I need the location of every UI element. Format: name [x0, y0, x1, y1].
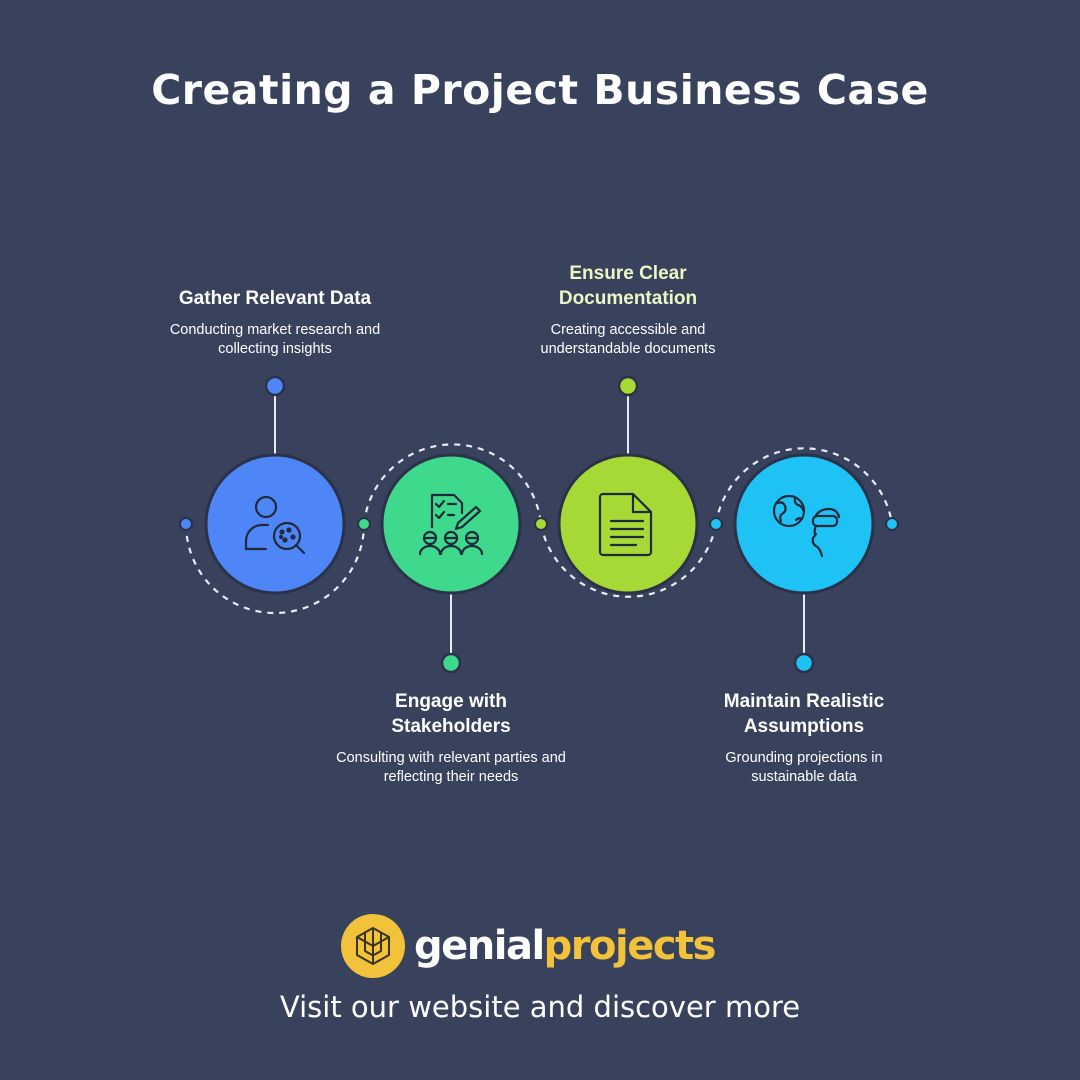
- brand-name-part1: genial: [414, 923, 545, 969]
- brand[interactable]: genialprojects: [340, 912, 717, 980]
- step-2-text: Engage with Stakeholders Consulting with…: [321, 689, 581, 787]
- connector-arc-3: [539, 523, 718, 598]
- step-2-description: Consulting with relevant parties and ref…: [336, 750, 566, 785]
- step-1-description: Conducting market research and collectin…: [169, 322, 381, 357]
- step-circle-4: [733, 453, 875, 595]
- user-search-icon: [244, 495, 306, 555]
- step-1-text: Gather Relevant Data Conducting market r…: [145, 286, 405, 359]
- connector-arc-4: [714, 447, 894, 525]
- brand-logo-icon: [341, 914, 405, 978]
- step-3-title: Ensure Clear Documentation: [558, 263, 698, 309]
- axis-dot-1: [357, 517, 371, 531]
- step-circle-1: [204, 453, 346, 595]
- axis-dot-start: [179, 517, 193, 531]
- step-3-description: Creating accessible and understandable d…: [540, 322, 716, 357]
- document-icon: [598, 492, 653, 557]
- step-3-text: Ensure Clear Documentation Creating acce…: [498, 261, 758, 359]
- step-4-title: Maintain Realistic Assumptions: [723, 691, 885, 737]
- step-circle-2: [380, 453, 522, 595]
- brand-name-part2: projects: [543, 923, 717, 969]
- tagline[interactable]: Visit our website and discover more: [279, 990, 801, 1024]
- axis-dot-2: [534, 517, 548, 531]
- connector-arc-2: [362, 443, 543, 525]
- stem-dot-4: [793, 652, 815, 674]
- team-checklist-icon: [418, 493, 484, 556]
- stem-dot-3: [617, 375, 639, 397]
- step-4-description: Grounding projections in sustainable dat…: [725, 750, 883, 785]
- stem-dot-1: [264, 375, 286, 397]
- step-2-title: Engage with Stakeholders: [391, 691, 511, 737]
- connector-arc-1: [184, 523, 366, 615]
- globe-vr-icon: [772, 494, 841, 558]
- brand-name: genialprojects: [414, 923, 717, 969]
- axis-dot-end: [885, 517, 899, 531]
- stem-dot-2: [440, 652, 462, 674]
- step-1-title: Gather Relevant Data: [178, 288, 372, 309]
- step-4-text: Maintain Realistic Assumptions Grounding…: [674, 689, 934, 787]
- step-circle-3: [557, 453, 699, 595]
- page-title: Creating a Project Business Case: [151, 66, 929, 114]
- axis-dot-3: [709, 517, 723, 531]
